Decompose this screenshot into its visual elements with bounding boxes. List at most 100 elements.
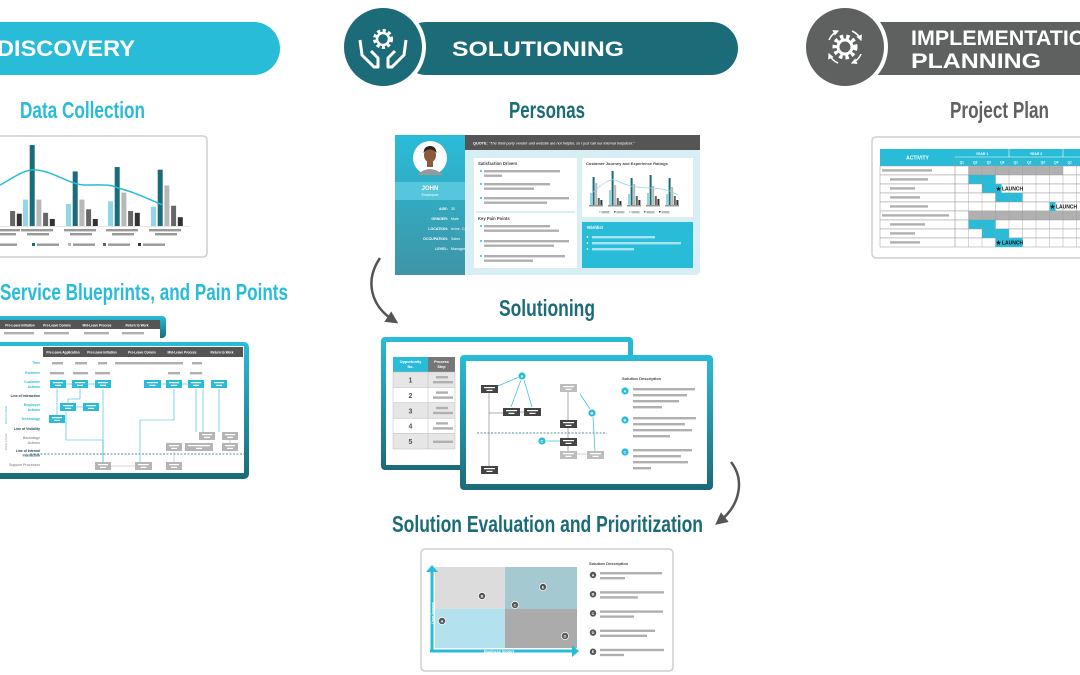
placeholder-text-line xyxy=(600,577,625,580)
persona-field-label: GENDER: xyxy=(431,217,448,221)
axis-label-line xyxy=(112,233,134,236)
gantt-bar-phase xyxy=(982,211,996,220)
gantt-bar-phase xyxy=(995,211,1009,220)
box-text-line xyxy=(193,384,199,386)
bullet-icon xyxy=(480,225,482,227)
box-text-line xyxy=(54,419,60,421)
process-step-box xyxy=(524,408,541,416)
blueprint-step-box xyxy=(72,380,88,388)
launch-cell xyxy=(995,184,1002,193)
chart-bar xyxy=(128,211,134,226)
box-text-line xyxy=(225,434,235,436)
axis-label-line xyxy=(608,205,622,207)
chart-bar xyxy=(134,212,140,226)
placeholder-text-line xyxy=(633,423,685,426)
gantt-bar-phase xyxy=(968,166,982,175)
gantt-bar-phase xyxy=(1036,211,1050,220)
placeholder-text-line xyxy=(484,183,550,186)
blueprint-step-box xyxy=(199,432,215,440)
activity-header-cell xyxy=(880,149,955,166)
connector-line xyxy=(523,379,533,408)
solutioning-label: SOLUTIONING xyxy=(452,38,624,61)
opportunity-number: 1 xyxy=(409,378,413,385)
chart-bar xyxy=(108,201,113,226)
placeholder-text-line xyxy=(600,596,638,599)
chart-bar xyxy=(657,199,660,205)
placeholder-text-line xyxy=(600,591,664,594)
gantt-bar-phase xyxy=(1009,166,1023,175)
placeholder-text-line xyxy=(633,467,651,470)
gantt-bar-task xyxy=(982,220,996,229)
box-text-line xyxy=(563,386,574,388)
legend-swatch xyxy=(68,243,71,246)
chart-bar xyxy=(638,200,641,205)
process-step-box xyxy=(560,451,577,459)
box-text-line xyxy=(227,447,233,449)
row-label-backstage-1: Backstage xyxy=(23,436,40,440)
placeholder-text-line xyxy=(50,372,64,375)
bullet-icon xyxy=(480,255,482,257)
table-row xyxy=(392,417,456,434)
bullet-icon xyxy=(480,170,482,172)
process-step-box xyxy=(560,384,577,392)
chart-bar xyxy=(590,193,592,205)
axis-label-line xyxy=(0,233,16,236)
table-header-cell xyxy=(393,357,428,372)
gantt-bar-phase xyxy=(995,166,1009,175)
legend-label-line xyxy=(143,243,165,246)
box-text-line xyxy=(171,384,177,386)
placeholder-text-line xyxy=(122,332,144,335)
placeholder-text-line xyxy=(98,362,107,365)
quarter-header: Q1 xyxy=(1068,161,1072,165)
connector-line xyxy=(579,393,591,410)
chart-bar xyxy=(171,205,177,226)
placeholder-text-line xyxy=(600,610,663,613)
gear-hands-icon xyxy=(358,29,408,69)
blueprint-step-box xyxy=(144,380,161,388)
quarter-header: Q1 xyxy=(1014,161,1018,165)
solution-point-icon xyxy=(561,632,569,640)
placeholder-text-line xyxy=(890,205,928,208)
launch-label: LAUNCH xyxy=(1002,240,1023,246)
implementation-pill xyxy=(865,22,1080,75)
box-text-line xyxy=(98,464,108,466)
description-marker-icon xyxy=(620,447,630,457)
x-axis-arrow-icon xyxy=(572,645,579,657)
legend-swatch xyxy=(659,211,661,213)
trend-line xyxy=(589,179,679,196)
placeholder-text-line xyxy=(192,362,202,365)
placeholder-text-line xyxy=(436,391,448,394)
title-solutioning: Solutioning xyxy=(499,295,595,321)
chart-bar xyxy=(633,184,636,205)
box-text-line xyxy=(169,464,179,466)
chart-bar xyxy=(647,193,649,205)
legend-swatch xyxy=(103,243,106,246)
chart-bar xyxy=(668,178,671,205)
chart-bar xyxy=(10,211,16,226)
wishlist-heading: Wishlist xyxy=(587,225,604,230)
placeholder-text-line xyxy=(890,241,920,244)
stage-label: Pre-Leave Initiation xyxy=(87,351,116,355)
quarter-header: Q2 xyxy=(1027,161,1031,165)
process-step-box xyxy=(481,385,498,393)
chart-bar xyxy=(654,196,657,205)
placeholder-text-line xyxy=(433,440,453,443)
column-header-opportunity: No. xyxy=(407,365,413,369)
box-text-line xyxy=(63,405,73,407)
legend-label-line xyxy=(631,211,640,214)
quote-text: "The third-party vendor and website are … xyxy=(489,142,635,146)
chart-bar xyxy=(600,200,603,205)
blueprint-step-box xyxy=(83,403,99,411)
chart-bar xyxy=(79,199,85,226)
placeholder-text-line xyxy=(484,187,534,190)
solution-c-marker-icon xyxy=(537,436,547,446)
chart-bar xyxy=(114,167,120,226)
box-text-line xyxy=(100,466,106,468)
box-text-line xyxy=(98,382,108,384)
solution-c-marker-label: C xyxy=(541,439,544,444)
gantt-bar-task xyxy=(995,193,1009,202)
discovery-pill xyxy=(0,22,280,75)
launch-cell xyxy=(1049,202,1056,211)
quarter-header: Q3 xyxy=(987,161,991,165)
box-text-line xyxy=(138,464,149,466)
